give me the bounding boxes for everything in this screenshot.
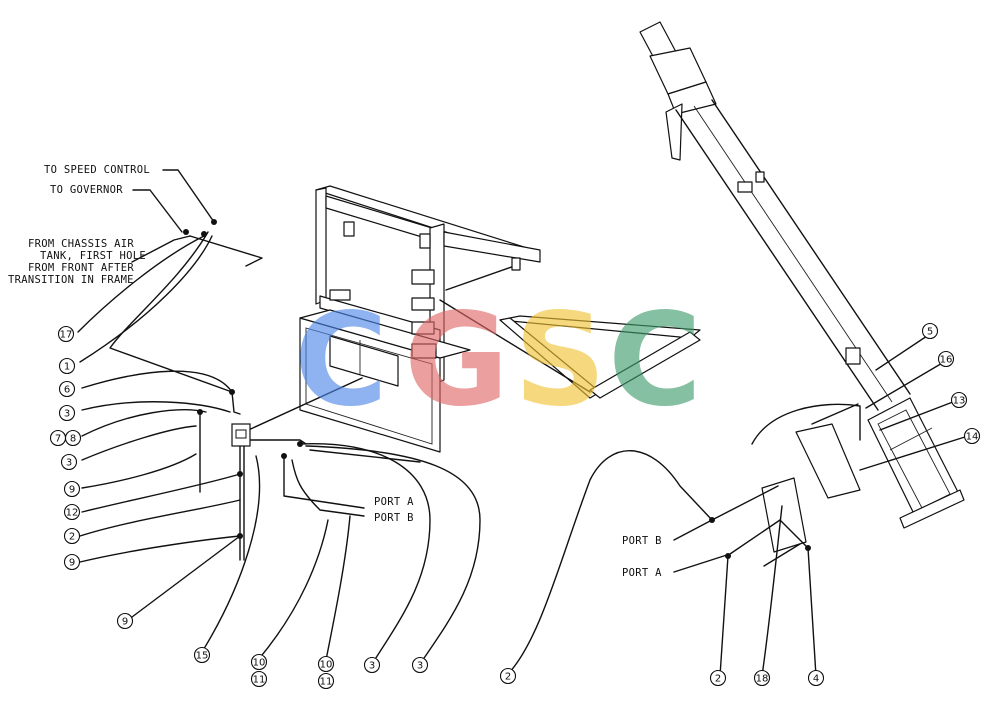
auger-tube xyxy=(639,21,965,553)
callout-10-b: 10 xyxy=(317,655,335,673)
note-governor: TO GOVERNOR xyxy=(50,184,123,196)
callout-18: 18 xyxy=(753,669,771,687)
callout-13: 13 xyxy=(950,391,968,409)
callout-5: 5 xyxy=(921,322,939,340)
watermark-logo: C G S C xyxy=(294,286,702,435)
svg-text:4: 4 xyxy=(813,674,819,685)
callout-9-a: 9 xyxy=(63,480,81,498)
callout-8: 8 xyxy=(64,429,82,447)
callout-9-c: 9 xyxy=(116,612,134,630)
callout-3-a: 3 xyxy=(58,404,76,422)
hose-lines xyxy=(77,169,969,677)
callout-2-c: 2 xyxy=(709,669,727,687)
svg-text:6: 6 xyxy=(64,385,70,396)
callout-2-a: 2 xyxy=(63,527,81,545)
callout-11-a: 11 xyxy=(250,670,268,688)
callout-3-b: 3 xyxy=(60,453,78,471)
callout-6: 6 xyxy=(58,380,76,398)
callout-1: 1 xyxy=(58,357,76,375)
svg-text:11: 11 xyxy=(320,677,333,688)
callout-7: 7 xyxy=(49,429,67,447)
note-chassis-line4: TRANSITION IN FRAME xyxy=(8,274,134,286)
svg-text:9: 9 xyxy=(69,558,75,569)
callouts: 17 1 6 3 7 8 3 9 12 2 9 9 15 10 11 10 11… xyxy=(49,322,981,690)
svg-text:3: 3 xyxy=(417,661,423,672)
svg-text:14: 14 xyxy=(966,432,979,443)
svg-text:2: 2 xyxy=(715,674,721,685)
callout-3-c: 3 xyxy=(363,656,381,674)
svg-text:18: 18 xyxy=(756,674,769,685)
callout-12: 12 xyxy=(63,503,81,521)
port-b-right: PORT B xyxy=(622,535,662,547)
svg-text:3: 3 xyxy=(66,458,72,469)
callout-3-d: 3 xyxy=(411,656,429,674)
callout-10-a: 10 xyxy=(250,653,268,671)
note-chassis-line1: FROM CHASSIS AIR xyxy=(28,238,134,250)
svg-text:5: 5 xyxy=(927,327,933,338)
note-speed-control: TO SPEED CONTROL xyxy=(44,164,150,176)
svg-text:16: 16 xyxy=(940,355,953,366)
svg-text:9: 9 xyxy=(69,485,75,496)
svg-text:3: 3 xyxy=(369,661,375,672)
port-a-right: PORT A xyxy=(622,567,662,579)
svg-text:8: 8 xyxy=(70,434,76,445)
svg-text:1: 1 xyxy=(64,362,70,373)
svg-text:13: 13 xyxy=(953,396,966,407)
svg-text:17: 17 xyxy=(60,330,73,341)
callout-17: 17 xyxy=(57,325,75,343)
svg-text:15: 15 xyxy=(196,651,209,662)
svg-text:10: 10 xyxy=(253,658,266,669)
svg-text:2: 2 xyxy=(69,532,75,543)
svg-text:7: 7 xyxy=(55,434,61,445)
mounting-frame xyxy=(299,185,701,463)
notes: TO SPEED CONTROL TO GOVERNOR FROM CHASSI… xyxy=(8,164,662,579)
watermark-letter-g: G xyxy=(404,286,509,435)
note-chassis-line3: FROM FRONT AFTER xyxy=(28,262,134,274)
note-chassis-line2: TANK, FIRST HOLE xyxy=(40,250,146,262)
callout-2-b: 2 xyxy=(499,667,517,685)
callout-14: 14 xyxy=(963,427,981,445)
callout-16: 16 xyxy=(937,350,955,368)
callout-4: 4 xyxy=(807,669,825,687)
watermark-letter-c2: C xyxy=(608,286,702,435)
svg-text:3: 3 xyxy=(64,409,70,420)
watermark-letter-c1: C xyxy=(294,286,388,435)
callout-15: 15 xyxy=(193,646,211,664)
callout-9-b: 9 xyxy=(63,553,81,571)
svg-text:12: 12 xyxy=(66,508,79,519)
port-b-left: PORT B xyxy=(374,512,414,524)
svg-text:2: 2 xyxy=(505,672,511,683)
callout-11-b: 11 xyxy=(317,672,335,690)
svg-text:11: 11 xyxy=(253,675,266,686)
svg-text:9: 9 xyxy=(122,617,128,628)
port-a-left: PORT A xyxy=(374,496,414,508)
fittings xyxy=(183,219,811,559)
watermark-letter-s: S xyxy=(514,286,606,435)
svg-text:10: 10 xyxy=(320,660,333,671)
